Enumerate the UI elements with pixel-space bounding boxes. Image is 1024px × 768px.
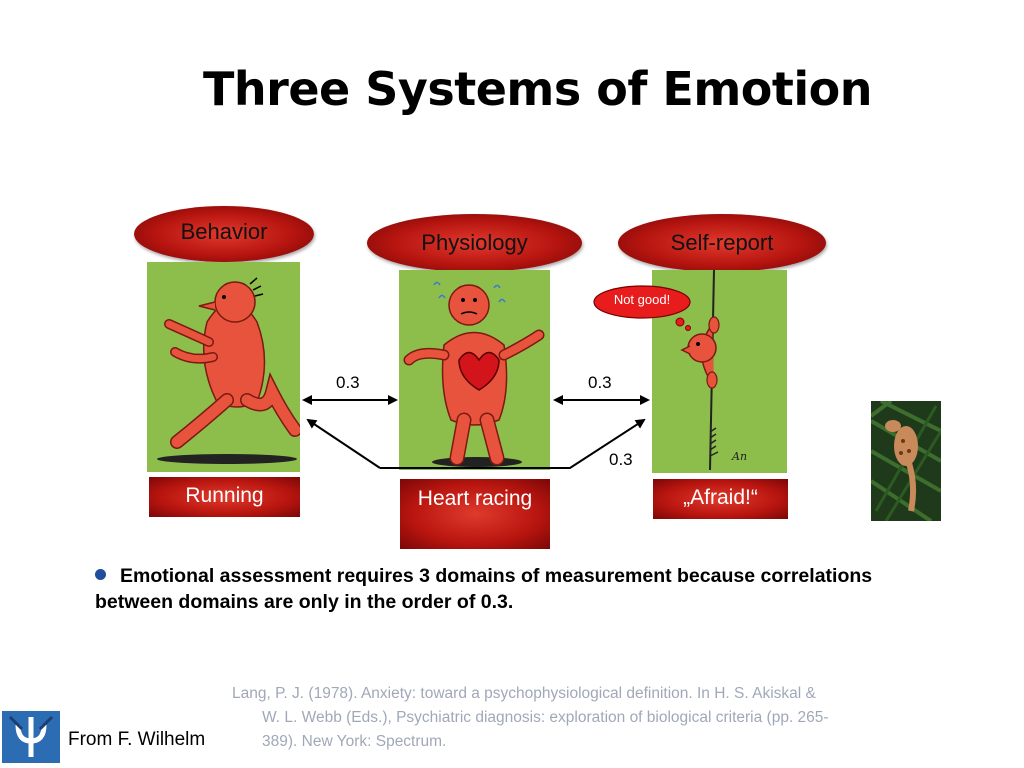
svg-text:An: An	[731, 450, 747, 463]
speech-bubble-text: Not good!	[613, 292, 671, 307]
gecko-photo	[871, 401, 941, 521]
reference-line-3: 389). New York: Spectrum.	[262, 733, 447, 750]
bullet-point: Emotional assessment requires 3 domains …	[95, 563, 955, 615]
arrow-behavior-selfreport	[306, 418, 381, 469]
slide-title: Three Systems of Emotion	[203, 62, 872, 116]
speech-bubble: Not good!	[592, 284, 692, 331]
heart-racing-man-illustration	[399, 270, 550, 470]
physiology-label: Physiology	[421, 230, 528, 255]
heart-racing-caption: Heart racing	[400, 479, 550, 549]
psi-logo-icon	[2, 711, 60, 763]
afraid-caption: „Afraid!“	[653, 479, 788, 519]
running-man-illustration	[147, 262, 300, 472]
corr-behavior-selfreport: 0.3	[609, 450, 633, 469]
behavior-oval: Behavior	[134, 206, 314, 262]
corr-behavior-physiology: 0.3	[336, 373, 360, 392]
reference-line-2: W. L. Webb (Eds.), Psychiatric diagnosis…	[262, 709, 829, 726]
self-report-oval: Self-report	[618, 214, 826, 272]
reference-line-1: Lang, P. J. (1978). Anxiety: toward a ps…	[232, 685, 816, 702]
running-caption: Running	[149, 477, 300, 517]
bullet-dot-icon	[95, 569, 106, 580]
physiology-oval: Physiology	[367, 214, 582, 272]
credit-text: From F. Wilhelm	[68, 729, 206, 750]
corr-physiology-selfreport: 0.3	[588, 373, 612, 392]
behavior-label: Behavior	[180, 219, 268, 244]
reference: Lang, P. J. (1978). Anxiety: toward a ps…	[232, 682, 1002, 754]
self-report-label: Self-report	[670, 230, 774, 255]
bullet-text: Emotional assessment requires 3 domains …	[95, 565, 873, 613]
